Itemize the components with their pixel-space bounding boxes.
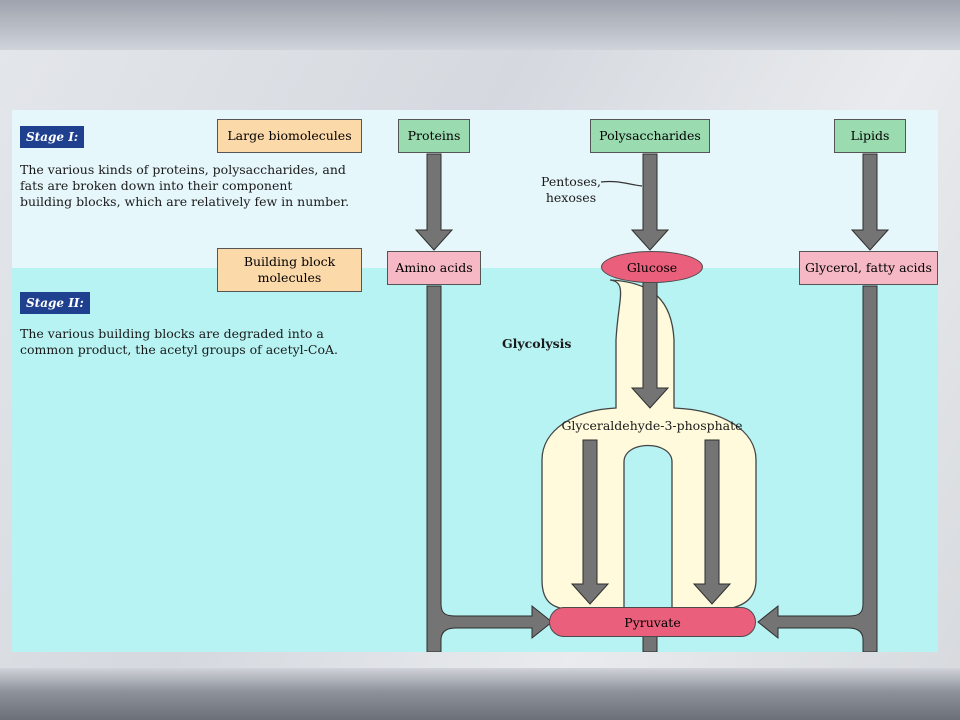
stage1-description: The various kinds of proteins, polysacch… <box>20 162 380 210</box>
glycerol-pathway <box>757 285 878 652</box>
polysaccharides-box: Polysaccharides <box>590 119 710 153</box>
pentoses-hexoses-label: Pentoses, hexoses <box>526 174 616 206</box>
glycolysis-arrow-1 <box>630 281 670 409</box>
slide-header-band <box>0 0 960 50</box>
stage2-background <box>12 268 938 652</box>
pentoses-leader <box>600 180 643 187</box>
stage1-badge: Stage I: <box>20 126 85 148</box>
stage2-line: common product, the acetyl groups of ace… <box>20 342 338 357</box>
lipids-box: Lipids <box>834 119 906 153</box>
glycolysis-label: Glycolysis <box>502 336 572 351</box>
figure-graphics <box>12 110 938 652</box>
catabolism-figure: Stage I: The various kinds of proteins, … <box>12 110 938 652</box>
pentoses-line: hexoses <box>545 190 597 205</box>
building-block-box: Building block molecules <box>217 248 362 292</box>
stage1-line: fats are broken down into their componen… <box>20 178 293 193</box>
pentoses-line: Pentoses, <box>540 174 602 189</box>
building-block-line: Building block <box>243 254 336 269</box>
stage2-line: The various building blocks are degraded… <box>20 326 324 341</box>
glycolysis-arrow-2 <box>570 439 610 605</box>
slide-footer-band <box>0 668 960 720</box>
stage2-description: The various building blocks are degraded… <box>20 326 380 358</box>
stage2-badge: Stage II: <box>20 292 90 314</box>
proteins-box: Proteins <box>398 119 470 153</box>
stage1-background <box>12 110 938 268</box>
glucose-node: Glucose <box>601 251 703 283</box>
stage1-line: The various kinds of proteins, polysacch… <box>20 162 346 177</box>
amino-acids-box: Amino acids <box>387 251 481 285</box>
glycerol-fatty-acids-box: Glycerol, fatty acids <box>799 251 938 285</box>
amino-acid-pathway <box>426 285 553 652</box>
building-block-line: molecules <box>257 270 322 285</box>
stage1-line: building blocks, which are relatively fe… <box>20 194 350 209</box>
large-biomolecules-box: Large biomolecules <box>217 119 362 153</box>
g3p-label: Glyceraldehyde-3-phosphate <box>561 418 743 433</box>
pyruvate-node: Pyruvate <box>549 607 756 637</box>
glycolysis-arrow-3 <box>692 439 732 605</box>
glycolysis-notch <box>623 444 673 610</box>
pyruvate-outflow <box>642 635 658 652</box>
stage1-arrows <box>414 153 890 251</box>
